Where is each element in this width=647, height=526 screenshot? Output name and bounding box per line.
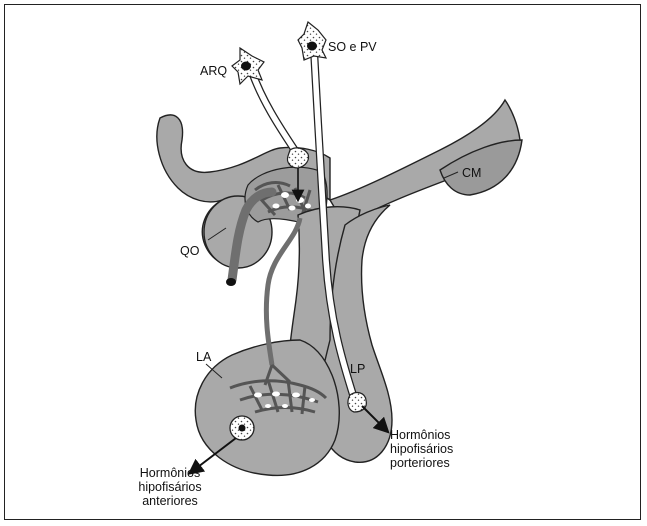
label-so-pv: SO e PV <box>328 40 377 54</box>
artery-opening <box>226 278 236 286</box>
mammillary-body-tip <box>439 139 523 196</box>
label-cm: CM <box>462 166 482 180</box>
so-pv-neuron-nucleus <box>307 41 317 51</box>
so-pv-neuron-soma <box>297 20 328 61</box>
secondary-plexus-gaps <box>254 391 315 408</box>
posterior-hormone-arrow <box>361 405 390 434</box>
qo-leader <box>207 227 227 241</box>
label-lp: LP <box>350 362 366 376</box>
cm-leader <box>443 171 459 179</box>
anterior-lobe-cell-nucleus <box>238 424 246 432</box>
label-anterior-hormones: Hormônios hipofisários anteriores <box>138 466 202 508</box>
so-pv-axon-inner <box>311 47 357 401</box>
arq-axon-terminal <box>286 147 310 169</box>
label-la: LA <box>196 350 212 364</box>
label-arq: ARQ <box>200 64 228 78</box>
arq-neuron-nucleus <box>241 61 251 71</box>
label-posterior-hormones: Hormônios hipofisários porteriores <box>390 428 454 470</box>
superior-hypophyseal-artery <box>227 187 277 285</box>
portal-vessel <box>263 217 303 366</box>
la-leader <box>205 363 223 379</box>
anterior-hormone-arrow <box>187 437 237 475</box>
label-qo: QO <box>180 244 200 258</box>
mammillary-body <box>328 98 521 226</box>
so-pv-axon-terminal <box>347 391 367 413</box>
figure-frame <box>4 4 641 520</box>
arq-axon-inner <box>249 69 299 155</box>
